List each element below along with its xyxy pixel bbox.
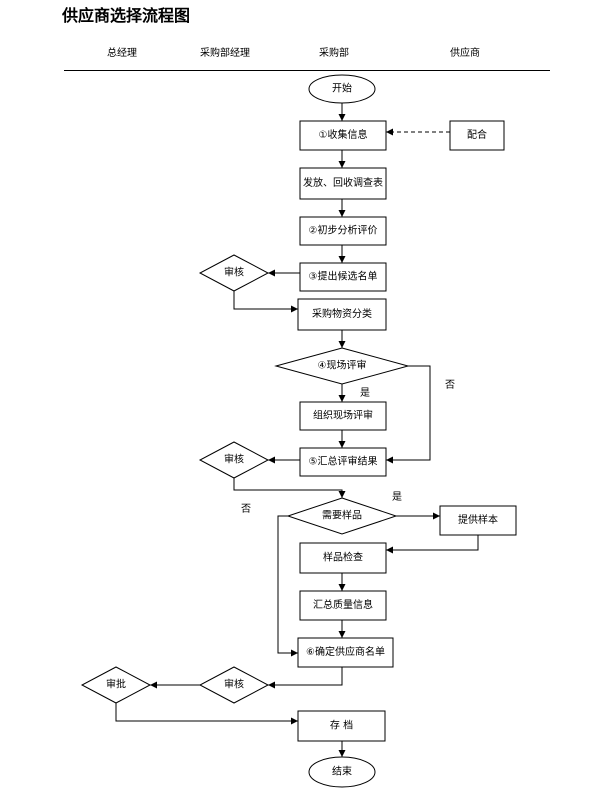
node-onsite: ④现场评审 [274, 347, 410, 385]
column-header-purchasing-manager: 采购部经理 [200, 48, 250, 59]
node-confirm: ⑥确定供应商名单 [297, 637, 394, 668]
node-survey-label: 发放、回收调查表 [303, 176, 383, 189]
label-onsite-yes: 是 [360, 387, 370, 399]
column-header-general-manager: 总经理 [107, 48, 137, 59]
node-organize-label: 组织现场评审 [313, 409, 373, 422]
edge-provide-inspect [386, 535, 479, 554]
node-approve-label: 审批 [106, 678, 126, 691]
node-survey: 发放、回收调查表 [299, 167, 387, 200]
edge-confirm-review3 [268, 667, 343, 689]
node-classify: 采购物资分类 [297, 298, 387, 331]
node-review3-label: 审核 [224, 678, 244, 691]
header-divider [64, 70, 550, 71]
label-sample-yes: 是 [392, 491, 402, 503]
node-provide-sample: 提供样本 [439, 505, 517, 536]
node-review3: 审核 [198, 666, 270, 704]
edge-review2-need-sample [233, 478, 346, 498]
node-prelim: ②初步分析评价 [299, 216, 387, 246]
node-collect-label: ①收集信息 [319, 128, 368, 141]
edge-need-sample-confirm [277, 515, 298, 657]
node-shortlist-label: ③提出候选名单 [309, 270, 378, 283]
node-review2: 审核 [198, 441, 270, 479]
node-shortlist: ③提出候选名单 [299, 262, 387, 292]
node-classify-label: 采购物资分类 [312, 307, 372, 320]
edge-onsite-summary [386, 365, 431, 464]
edges [115, 103, 479, 757]
node-onsite-label: ④现场评审 [318, 359, 367, 372]
node-end: 结束 [308, 756, 376, 788]
node-cooperate-label: 配合 [467, 128, 487, 141]
node-end-label: 结束 [332, 765, 352, 778]
column-header-purchasing-dept: 采购部 [319, 48, 349, 59]
node-inspect: 样品检查 [299, 542, 387, 574]
node-start: 开始 [308, 74, 376, 104]
node-review1: 审核 [198, 254, 270, 292]
node-organize: 组织现场评审 [299, 401, 387, 431]
node-confirm-label: ⑥确定供应商名单 [306, 645, 385, 658]
node-start-label: 开始 [332, 82, 352, 95]
node-summary-label: ⑤汇总评审结果 [309, 455, 378, 468]
node-review1-label: 审核 [224, 266, 244, 279]
node-provide-sample-label: 提供样本 [458, 513, 498, 526]
node-need-sample: 需要样品 [286, 497, 398, 535]
node-need-sample-label: 需要样品 [322, 509, 362, 522]
node-inspect-label: 样品检查 [323, 551, 363, 564]
node-review2-label: 审核 [224, 453, 244, 466]
node-quality: 汇总质量信息 [299, 590, 387, 621]
node-prelim-label: ②初步分析评价 [309, 224, 378, 237]
edge-approve-archive [115, 703, 298, 725]
node-quality-label: 汇总质量信息 [313, 598, 373, 611]
node-cooperate: 配合 [449, 120, 505, 151]
edge-review1-classify [233, 291, 298, 313]
node-summary: ⑤汇总评审结果 [299, 447, 387, 477]
node-archive-label: 存 档 [330, 719, 353, 732]
node-collect: ①收集信息 [299, 120, 387, 151]
page-title: 供应商选择流程图 [62, 6, 191, 25]
node-archive: 存 档 [297, 710, 386, 742]
label-onsite-no: 否 [445, 379, 455, 391]
node-approve: 审批 [80, 666, 152, 704]
column-header-supplier: 供应商 [450, 48, 480, 59]
label-sample-no: 否 [241, 503, 251, 515]
